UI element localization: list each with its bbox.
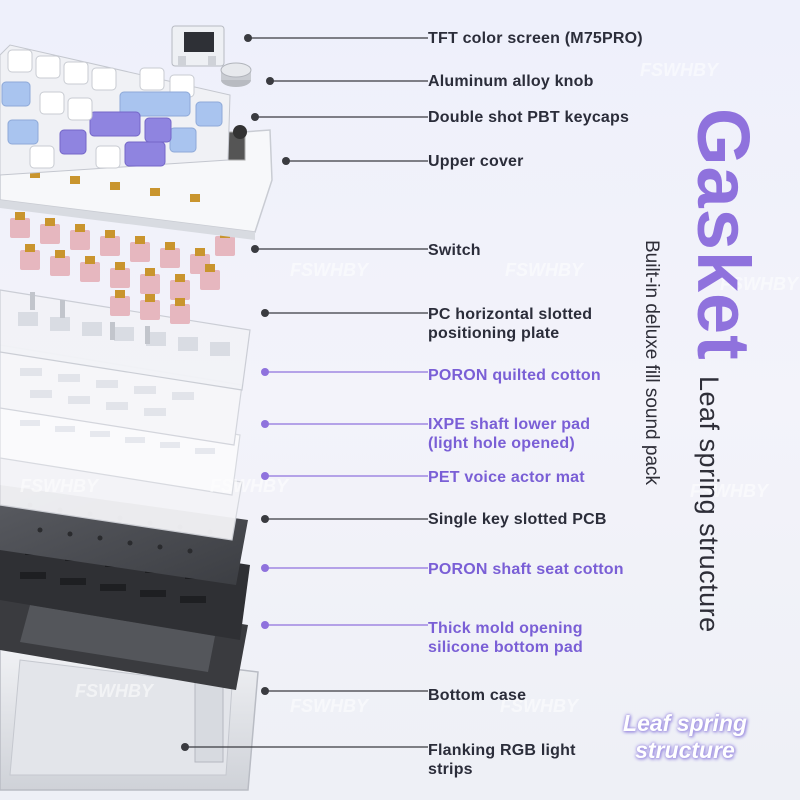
label-bottom-case: Bottom case: [428, 687, 527, 704]
watermark: FSWHBY: [290, 696, 370, 716]
label-poron-seat-cotton: PORON shaft seat cotton: [428, 561, 624, 578]
label-silicone-pad: Thick mold opening silicone bottom pad: [428, 620, 583, 656]
switches: [10, 212, 235, 324]
watermark: FSWHBY: [210, 476, 290, 496]
watermark: FSWHBY: [20, 476, 100, 496]
callout-leaders: [185, 37, 428, 748]
label-pc-plate: PC horizontal slotted positioning plate: [428, 306, 593, 342]
label-poron-quilted-cotton: PORON quilted cotton: [428, 367, 601, 384]
aluminum-knob: [220, 62, 252, 87]
label-pet-mat: PET voice actor mat: [428, 469, 585, 486]
label-switch: Switch: [428, 242, 481, 259]
label-tft-screen: TFT color screen (M75PRO): [428, 30, 643, 47]
label-slotted-pcb: Single key slotted PCB: [428, 511, 607, 528]
label-upper-cover: Upper cover: [428, 153, 524, 170]
watermark: FSWHBY: [720, 274, 800, 294]
keycaps: [0, 44, 231, 176]
leaf-spring-subtitle: Leaf spring structure: [694, 376, 724, 633]
leaf-spring-badge: Leaf spring structure: [623, 710, 747, 763]
label-ixpe-pad: IXPE shaft lower pad (light hole opened): [428, 416, 591, 452]
silicone-bottom-pad: [0, 585, 248, 690]
watermark: FSWHBY: [640, 60, 720, 80]
pc-positioning-plate: [0, 289, 251, 391]
watermark: FSWHBY: [500, 696, 580, 716]
label-rgb-strips: Flanking RGB light strips: [428, 742, 576, 778]
callout-dots: [181, 34, 290, 751]
tft-screen-module: [171, 25, 225, 67]
gasket-title: Gasket: [682, 108, 765, 361]
switch-row: [110, 290, 190, 324]
fill-sound-note: Built-in deluxe fill sound pack: [641, 240, 662, 486]
label-pbt-keycaps: Double shot PBT keycaps: [428, 109, 630, 126]
switch-row: [10, 212, 235, 274]
label-aluminum-knob: Aluminum alloy knob: [428, 73, 594, 90]
watermark: FSWHBY: [505, 260, 585, 280]
watermark: FSWHBY: [290, 260, 370, 280]
watermark: FSWHBY: [690, 481, 770, 501]
watermark: FSWHBY: [75, 681, 155, 701]
switch-row: [20, 244, 220, 300]
